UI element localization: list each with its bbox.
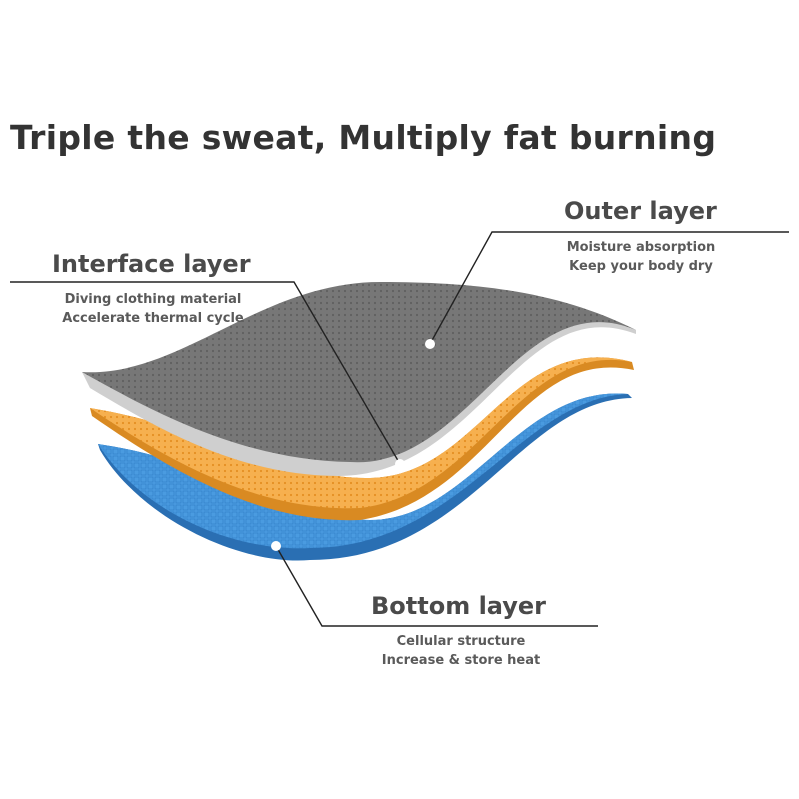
bottom-layer-leader [271, 541, 598, 627]
interface-layer-desc-line1: Diving clothing material [64, 292, 242, 307]
bottom-layer-title: Bottom layer [371, 592, 547, 620]
bottom-layer-description: Cellular structure Increase & store heat [376, 632, 546, 670]
interface-layer-title: Interface layer [52, 250, 251, 278]
interface-layer-desc-line2: Accelerate thermal cycle [62, 311, 244, 326]
outer-layer-description: Moisture absorption Keep your body dry [561, 238, 721, 276]
bottom-layer-sheet [98, 393, 632, 561]
outer-layer-desc-line2: Keep your body dry [569, 259, 713, 274]
outer-layer-sheet [82, 282, 636, 476]
outer-layer-title: Outer layer [564, 197, 717, 225]
outer-layer-desc-line1: Moisture absorption [566, 240, 716, 255]
headline: Triple the sweat, Multiply fat burning [10, 118, 717, 157]
interface-layer-sheet [90, 357, 634, 521]
bottom-layer-desc-line1: Cellular structure [396, 634, 526, 649]
interface-layer-leader [10, 281, 405, 469]
outer-layer-leader [425, 231, 789, 349]
bottom-layer-desc-line2: Increase & store heat [381, 653, 541, 668]
interface-layer-description: Diving clothing material Accelerate ther… [57, 290, 249, 328]
